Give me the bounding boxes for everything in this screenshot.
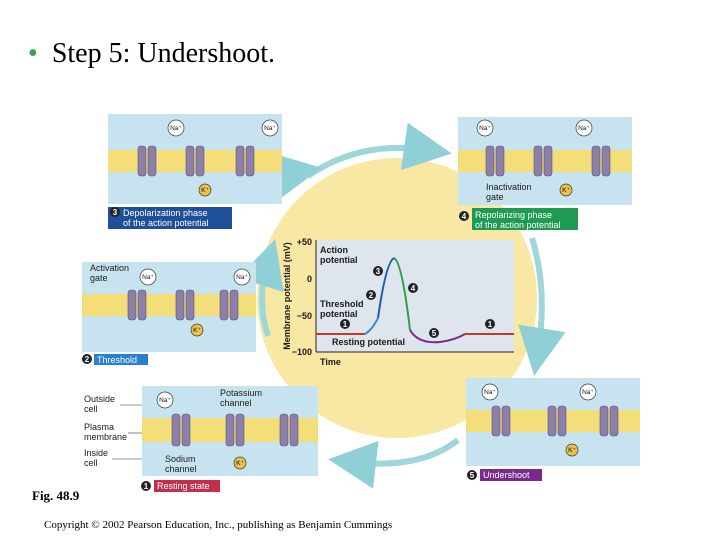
plasma-membrane-label-1: Plasma (84, 422, 114, 432)
bullet: • (28, 38, 38, 69)
inside-cell-label-1: Inside (84, 448, 108, 458)
na-ion-label: Na⁺ (484, 389, 496, 396)
membrane-potential-graph: +50 0 −50 −100 Membrane potential (mV) T… (282, 237, 514, 367)
ytick-0: 0 (307, 274, 312, 284)
stage-5-label: Undershoot (483, 470, 530, 480)
graph-marker-1-text: 1 (343, 320, 348, 329)
stage-1-label: Resting state (157, 481, 210, 491)
outside-cell-label-1: Outside (84, 394, 115, 404)
na-ion-label: Na⁺ (170, 125, 182, 132)
na-ion-label: Na⁺ (479, 125, 491, 132)
k-ion-label: K⁺ (236, 460, 244, 467)
title-text: Step 5: Undershoot. (51, 38, 276, 69)
stage-2-number: 2 (85, 355, 90, 364)
panel-threshold: Activation gate Na⁺ Na⁺ K⁺ 2 Threshold (82, 262, 256, 365)
ytick-plus50: +50 (297, 237, 312, 247)
k-ion-label: K⁺ (562, 187, 570, 194)
stage-3-number: 3 (113, 208, 118, 217)
x-axis-label: Time (320, 357, 341, 367)
ytick-minus100: −100 (292, 347, 312, 357)
graph-marker-1b: 1 (485, 319, 495, 329)
graph-marker-2-text: 2 (369, 291, 374, 300)
cycle-arrows (237, 122, 566, 489)
annotation-resting: Resting potential (332, 337, 405, 347)
stage-1-number: 1 (144, 482, 149, 491)
trace-undershoot (409, 329, 466, 344)
ytick-minus50: −50 (297, 311, 312, 321)
graph-marker-1b-text: 1 (488, 320, 493, 329)
graph-marker-5: 5 (429, 328, 439, 338)
sodium-channel-label-2: channel (165, 464, 197, 474)
graph-marker-4: 4 (408, 283, 418, 293)
stage-2-label: Threshold (97, 355, 137, 365)
na-ion-label: Na⁺ (142, 274, 154, 281)
copyright-notice: Copyright © 2002 Pearson Education, Inc.… (44, 519, 393, 531)
graph-marker-2: 2 (366, 290, 376, 300)
outside-cell-label-2: cell (84, 404, 98, 414)
na-ion-label: Na⁺ (264, 125, 276, 132)
panel-depolarization: Na⁺ Na⁺ K⁺ 3 Depolarization phase of the… (108, 114, 282, 229)
annotation-action-1: Action (320, 245, 348, 255)
inactivation-gate-label-1: Inactivation (486, 182, 532, 192)
graph-marker-5-text: 5 (432, 329, 437, 338)
panel-resting: Na⁺ K⁺ Potassium channel Sodium channel … (84, 386, 318, 492)
stage-4-label-line2: of the action potential (475, 220, 561, 230)
stage-3-label-line1: Depolarization phase (123, 208, 208, 218)
annotation-threshold-2: potential (320, 309, 358, 319)
activation-gate-label-2: gate (90, 273, 108, 283)
stage-3-label-line2: of the action potential (123, 218, 209, 228)
graph-marker-3: 3 (373, 266, 383, 276)
annotation-threshold-1: Threshold (320, 299, 364, 309)
inside-cell-label-2: cell (84, 458, 98, 468)
k-ion-label: K⁺ (568, 447, 576, 454)
slide-title: • Step 5: Undershoot. (28, 38, 275, 70)
na-ion-label: Na⁺ (159, 397, 171, 404)
k-ion-label: K⁺ (201, 187, 209, 194)
annotation-action-2: potential (320, 255, 358, 265)
graph-marker-4-text: 4 (411, 284, 416, 293)
trace-repolarization (393, 257, 411, 331)
trace-threshold (364, 317, 379, 335)
stage-3-caption (108, 207, 232, 229)
trace-depolarization (377, 257, 395, 319)
activation-gate-label-1: Activation (90, 263, 129, 273)
stage-5-caption (480, 469, 542, 481)
na-ion-label: Na⁺ (236, 274, 248, 281)
panel-repolarizing: Na⁺ Na⁺ K⁺ Inactivation gate 4 Repolariz… (458, 117, 632, 230)
stage-5-number: 5 (470, 471, 475, 480)
stage-4-label-line1: Repolarizing phase (475, 210, 552, 220)
k-ion-label: K⁺ (193, 327, 201, 334)
potassium-channel-label-2: channel (220, 398, 252, 408)
stage-2-caption (94, 354, 148, 365)
stage-1-caption (154, 480, 220, 492)
potassium-channel-label-1: Potassium (220, 388, 262, 398)
panel-undershoot: Na⁺ Na⁺ K⁺ 5 Undershoot (466, 378, 640, 481)
stage-4-number: 4 (462, 212, 467, 221)
plasma-membrane-label-2: membrane (84, 432, 127, 442)
na-ion-label: Na⁺ (582, 389, 594, 396)
graph-marker-1: 1 (340, 319, 350, 329)
sodium-channel-label-1: Sodium (165, 454, 196, 464)
y-axis-label: Membrane potential (mV) (282, 242, 292, 350)
graph-marker-3-text: 3 (376, 267, 381, 276)
stage-4-caption (472, 208, 578, 230)
inactivation-gate-label-2: gate (486, 192, 504, 202)
figure-label: Fig. 48.9 (32, 488, 80, 503)
na-ion-label: Na⁺ (578, 125, 590, 132)
